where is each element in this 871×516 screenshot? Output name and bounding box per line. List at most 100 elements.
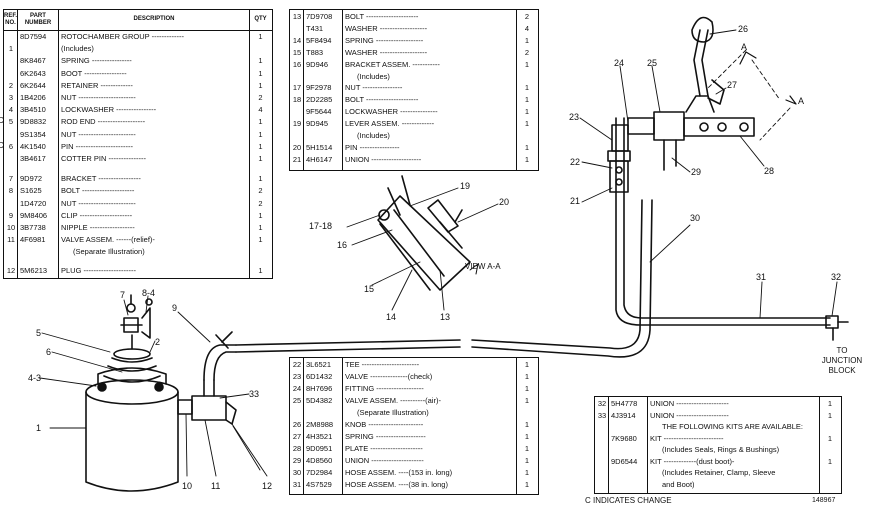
block-label: BLOCK [828,366,856,375]
description: THE FOLLOWING KITS ARE AVAILABLE: [662,422,804,431]
ref-number: 33 [597,410,607,420]
junction-label: JUNCTION [821,356,863,365]
callout-23: 23 [569,112,580,122]
part-number: 9M8406 [20,210,48,220]
description: KIT -------------(dust boot)- [650,456,735,466]
to-label: TO [836,346,848,355]
quantity: 1 [524,372,530,381]
part-number: 4H3521 [306,432,333,441]
ref-number: 32 [597,399,607,408]
description: (Includes) [357,71,390,81]
ref-number: 3 [8,93,14,102]
callout-16: 16 [337,240,348,250]
description: SPRING ---------------- [61,56,132,66]
drawing-number: 148967 [812,497,836,504]
ref-number: 9 [8,210,14,220]
ref-number: 5 [8,117,14,127]
callout-10: 10 [182,481,193,491]
table-row: (Includes Seals, Rings & Bushings) [595,445,841,455]
description: SPRING -------------------- [345,432,426,441]
quantity: 1 [524,142,530,152]
view-aa-label: VIEW A-A [465,262,501,271]
table-row: (Separate Illustration) [290,408,538,418]
ref-number: 7 [8,174,14,184]
part-number: 4D8560 [306,456,333,465]
description: UNION --------------------- [345,456,424,465]
description: VALVE ---------------(check) [345,372,433,381]
description: TEE ----------------------- [345,360,420,369]
callout-30: 30 [690,213,701,223]
description: HOSE ASSEM. ----(38 in. long) [345,480,448,489]
description: (Separate Illustration) [73,247,145,257]
description: LOCKWASHER ---------------- [61,105,157,115]
quantity: 2 [524,47,530,57]
quantity: 1 [524,107,530,117]
ref-number: 6 [8,141,14,151]
table-row: and Boot) [595,480,841,490]
table-row: 1(Includes) [4,44,272,54]
description: LOCKWASHER --------------- [345,107,438,117]
callout-26: 26 [738,24,749,34]
description: VALVE ASSEM. ------(relief)- [61,235,155,245]
quantity: 2 [258,186,263,196]
description: NUT ----------------------- [61,198,136,208]
callout-31: 31 [756,272,767,282]
ref-number: 15 [292,47,302,57]
description: LEVER ASSEM. ------------- [345,119,435,129]
callout-5: 5 [36,328,42,338]
quantity: 1 [258,265,263,275]
callout-28: 28 [764,166,775,176]
description: PLATE --------------------- [345,444,423,453]
header-qty: QTY [254,16,267,22]
header-part-number: PART NUMBER [24,13,52,26]
change-note: C INDICATES CHANGE [585,496,672,505]
table-row: (Includes) [290,131,538,141]
view-aa-detail [377,175,471,291]
ref-number: 24 [292,384,302,393]
callout-24: 24 [614,58,625,68]
part-number: 1D4720 [20,198,47,208]
quantity: 1 [258,235,263,245]
view-arrow [469,263,479,275]
description: VALVE ASSEM. ----------(air)- [345,396,441,405]
header-description: DESCRIPTION [133,16,175,22]
part-number: 7D2984 [306,468,333,477]
hose-31 [615,117,849,341]
part-number: 9D945 [306,119,329,129]
quantity: 1 [258,129,263,139]
description: ROTOCHAMBER GROUP ------------- [61,32,185,41]
description: (Separate Illustration) [357,408,429,417]
part-number: 4F6981 [20,235,46,245]
part-number: 9D946 [306,59,329,69]
callout-7: 7 [120,290,126,300]
description: NUT ----------------------- [61,129,136,139]
part-number: 2D2285 [306,95,333,105]
quantity: 1 [524,119,530,129]
callout-15: 15 [364,284,375,294]
change-marker: C [0,140,4,150]
part-number: 5M6213 [20,265,48,275]
ref-number: 22 [292,360,302,369]
ref-number: 17 [292,83,302,93]
section-label-a-top: A [741,42,748,52]
part-number: 9S1354 [20,129,46,139]
